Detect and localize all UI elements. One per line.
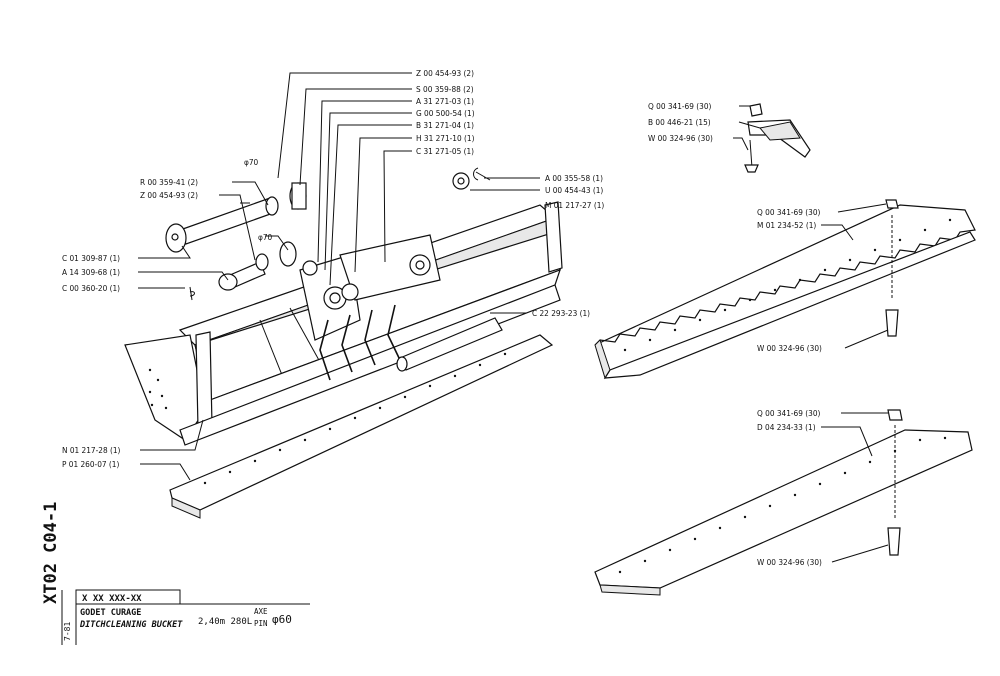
flat-blade-holes [618, 436, 947, 574]
tooth-assembly [744, 103, 811, 173]
leader-lines [138, 72, 889, 563]
callout-z-left: Z 00 454-93 (2) [140, 190, 198, 200]
callout-w-mid: W 00 324-96 (30) [757, 343, 822, 353]
callout-q-top: Q 00 341-69 (30) [648, 101, 712, 111]
pin-diameter: φ60 [272, 613, 292, 626]
side-plate-n [195, 331, 213, 429]
pin-label: PIN [254, 619, 268, 628]
callout-a-31: A 31 271-03 (1) [416, 96, 474, 106]
callout-c-01: C 01 309-87 (1) [62, 253, 120, 263]
end-plate-holes [148, 368, 168, 410]
callout-q-bot: Q 00 341-69 (30) [757, 408, 821, 418]
bucket-assembly [124, 201, 563, 519]
drawing-date: 7-81 [63, 622, 72, 641]
callout-c-00: C 00 360-20 (1) [62, 283, 120, 293]
callout-s-top: S 00 359-88 (2) [416, 84, 474, 94]
title-block: XT02 C04-1 7-81 X XX XXX-XX GODET CURAGE… [41, 502, 310, 645]
pins-and-bushings [165, 167, 491, 301]
callout-b-31: B 31 271-04 (1) [416, 120, 474, 130]
callout-n-01: N 01 217-28 (1) [62, 445, 121, 455]
callout-q-mid: Q 00 341-69 (30) [757, 207, 821, 217]
callout-p-01: P 01 260-07 (1) [62, 459, 119, 469]
callout-d-04: D 04 234-33 (1) [757, 422, 816, 432]
bucket-size: 2,40m 280L [198, 617, 252, 627]
callout-phi70-a: φ70 [244, 157, 259, 167]
callout-phi70-b: φ70 [258, 232, 273, 242]
callout-b-00: B 00 446-21 (15) [648, 117, 711, 127]
callout-z-top: Z 00 454-93 (2) [416, 68, 474, 78]
callout-h-31: H 31 271-10 (1) [416, 133, 475, 143]
flat-blade-d04 [594, 409, 973, 596]
cutting-edge-holes [203, 352, 507, 485]
drawing-code: XT02 C04-1 [41, 502, 61, 604]
reference-number: X XX XXX-XX [82, 594, 142, 604]
callout-labels: Z 00 454-93 (2) S 00 359-88 (2) A 31 271… [62, 68, 822, 567]
side-plate-m [544, 201, 563, 273]
blade-holes [623, 218, 952, 352]
callout-u-00: U 00 454-43 (1) [545, 185, 603, 195]
callout-w-bot: W 00 324-96 (30) [757, 557, 822, 567]
callout-c-22: C 22 293-23 (1) [532, 308, 590, 318]
callout-c-31: C 31 271-05 (1) [416, 146, 474, 156]
axe-label: AXE [254, 607, 268, 616]
callout-a-00: A 00 355-58 (1) [545, 173, 603, 183]
callout-g-00: G 00 500-54 (1) [416, 108, 475, 118]
callout-m-01-52: M 01 234-52 (1) [757, 220, 816, 230]
cutting-edge-p01 [169, 334, 554, 511]
callout-r-00: R 00 359-41 (2) [140, 177, 198, 187]
name-french: GODET CURAGE [80, 608, 141, 618]
callout-w-top: W 00 324-96 (30) [648, 133, 713, 143]
callout-m-01-27: M 01 217-27 (1) [545, 200, 604, 210]
serrated-blade-m01 [594, 199, 976, 380]
name-english: DITCHCLEANING BUCKET [79, 620, 183, 630]
callout-a-14: A 14 309-68 (1) [62, 267, 120, 277]
